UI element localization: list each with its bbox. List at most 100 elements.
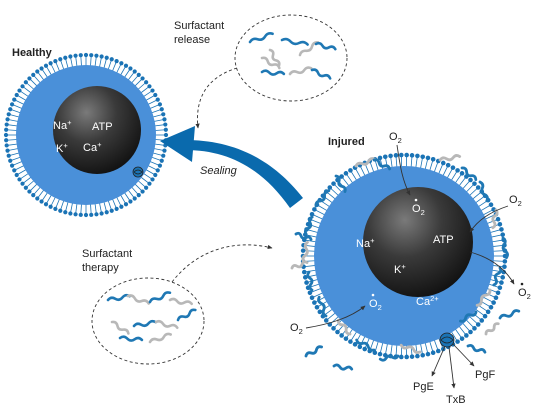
surfactant-molecule (460, 166, 478, 181)
lipid-head (68, 211, 73, 216)
lipid-head (6, 112, 11, 117)
lipid-head (114, 58, 119, 64)
o2-radical-right-label: O2 (518, 287, 531, 301)
lipid-head (136, 193, 141, 198)
therapy-arrow (171, 244, 273, 283)
lipid-head (123, 202, 129, 207)
lipid-head (388, 153, 393, 159)
lipid-head (78, 212, 83, 217)
surfactant-molecule (132, 319, 157, 328)
lipid-head (415, 153, 420, 159)
lipid-head (479, 318, 485, 323)
lipid-head (73, 53, 78, 58)
surfactant-molecule (154, 319, 179, 329)
lipid-head (63, 210, 68, 215)
lipid-head (4, 122, 9, 127)
surfactant-molecule (260, 56, 281, 70)
lipid-head (327, 185, 333, 190)
lipid-head (73, 212, 78, 217)
lipid-head (89, 212, 94, 217)
lipid-head (482, 313, 488, 319)
lipid-head (430, 350, 436, 355)
lipid-head (119, 204, 124, 209)
lipid-head (348, 339, 353, 344)
injured-k-label: K+ (394, 262, 406, 276)
lipid-head (409, 153, 415, 158)
lipid-head (302, 275, 308, 280)
lipid-head (17, 177, 22, 182)
lipid-head (435, 348, 441, 354)
lipid-head (312, 207, 317, 212)
surfactant-molecule (491, 208, 499, 230)
lipid-head (144, 80, 149, 85)
lipid-head (348, 168, 353, 173)
lipid-head (420, 352, 426, 358)
surfactant-molecule (438, 154, 462, 162)
surfactant-release-bubble (234, 14, 348, 102)
surfactant-molecule (354, 157, 377, 168)
lipid-head (4, 143, 9, 148)
lipid-head (472, 326, 477, 331)
o2-top-label: O2 (389, 131, 402, 145)
lipid-head (488, 202, 494, 208)
lipid-head (301, 269, 307, 275)
lipid-head (17, 88, 22, 93)
lipid-head (335, 329, 340, 335)
lipid-head (9, 102, 15, 107)
lipid-head (323, 318, 329, 323)
lipid-head (20, 181, 25, 186)
pge-label: PgE (413, 381, 434, 393)
lipid-head (23, 185, 28, 190)
lipid-head (343, 171, 349, 176)
surfactant-molecule (306, 270, 314, 292)
lipid-head (153, 92, 158, 98)
surfactant-molecule (268, 48, 281, 67)
lipid-head (132, 196, 137, 201)
surfactant-molecule (478, 180, 489, 203)
lipid-head (331, 181, 336, 186)
lipid-head (331, 326, 336, 331)
surfactant-release-label-1: Surfactant (174, 20, 224, 32)
healthy-nucleus (53, 86, 141, 174)
injured-o2-inner-bottom: O2 (369, 298, 382, 312)
surfactant-molecule (168, 297, 193, 306)
lipid-head (393, 153, 399, 158)
healthy-title: Healthy (12, 47, 53, 59)
lipid-head (20, 84, 25, 89)
lipid-head (14, 172, 19, 178)
lipid-head (372, 350, 378, 355)
surfactant-molecule (248, 32, 274, 44)
lipid-head (357, 344, 363, 350)
surfactant-molecule (288, 66, 313, 76)
lipid-head (475, 185, 481, 190)
surfactant-molecule (317, 295, 328, 318)
lipid-head (4, 138, 9, 143)
surfactant-molecule (310, 68, 332, 80)
lipid-head (425, 155, 431, 161)
lipid-head (35, 69, 40, 74)
injured-nucleus (363, 187, 473, 297)
lipid-head (501, 269, 507, 275)
lipid-head (157, 163, 163, 168)
sealing-label: Sealing (200, 165, 238, 177)
injured-channel-icon (439, 332, 455, 348)
lipid-head (48, 61, 53, 66)
lipid-head (155, 168, 160, 173)
surfactant-molecule (501, 236, 509, 260)
healthy-channel-icon (132, 166, 144, 178)
lipid-head (500, 232, 506, 237)
lipid-head (12, 97, 17, 102)
lipid-head (5, 148, 10, 153)
radical-dot (414, 198, 418, 202)
lipid-head (459, 336, 465, 341)
healthy-channel-detail (133, 169, 143, 175)
lipid-head (404, 152, 409, 158)
healthy-k-label: K+ (56, 141, 68, 155)
lipid-head (352, 342, 358, 347)
injured-channel-detail (440, 336, 454, 344)
surfactant-molecule (303, 215, 314, 236)
injured-ca-label: Ca2+ (416, 294, 439, 308)
lipid-head (502, 259, 508, 264)
lipid-head (425, 351, 431, 357)
lipid-head (162, 117, 167, 122)
